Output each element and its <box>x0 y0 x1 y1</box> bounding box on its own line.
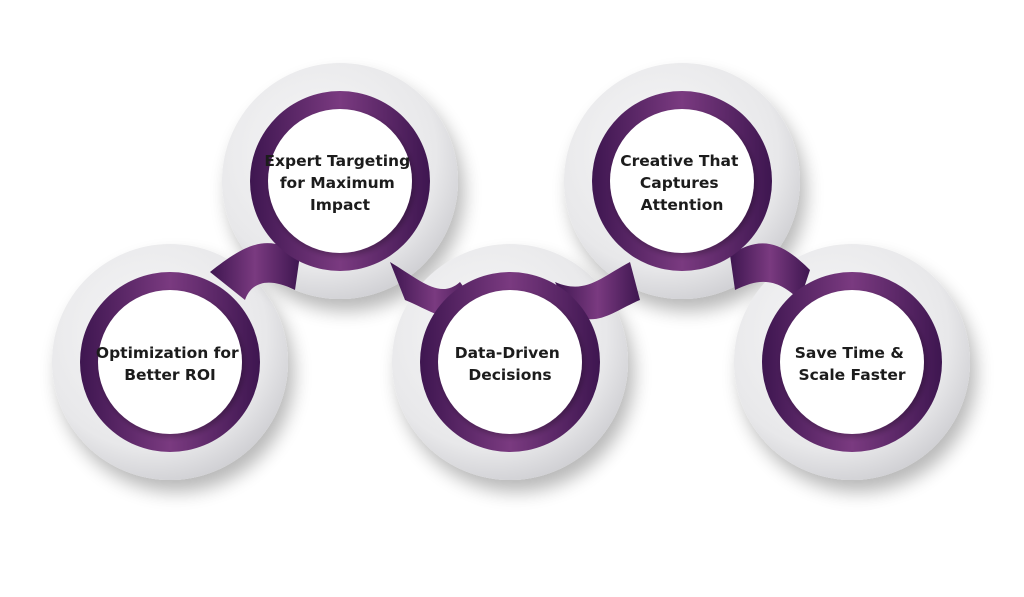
disc-save-time <box>780 290 924 434</box>
connector-1 <box>210 243 300 300</box>
disc-data-driven <box>438 290 582 434</box>
label-creative: Creative That Captures Attention <box>620 152 744 214</box>
label-layer: Optimization for Better ROI Expert Targe… <box>96 152 910 384</box>
label-data-driven: Data-Driven Decisions <box>455 344 566 384</box>
disc-creative <box>610 109 754 253</box>
disc-optimization <box>98 290 242 434</box>
label-expert-targeting: Expert Targeting for Maximum Impact <box>264 152 415 214</box>
label-save-time: Save Time & Scale Faster <box>795 344 910 384</box>
inner-disc-layer <box>98 109 924 434</box>
label-optimization: Optimization for Better ROI <box>96 344 244 384</box>
disc-expert-targeting <box>268 109 412 253</box>
connector-4 <box>730 243 810 300</box>
